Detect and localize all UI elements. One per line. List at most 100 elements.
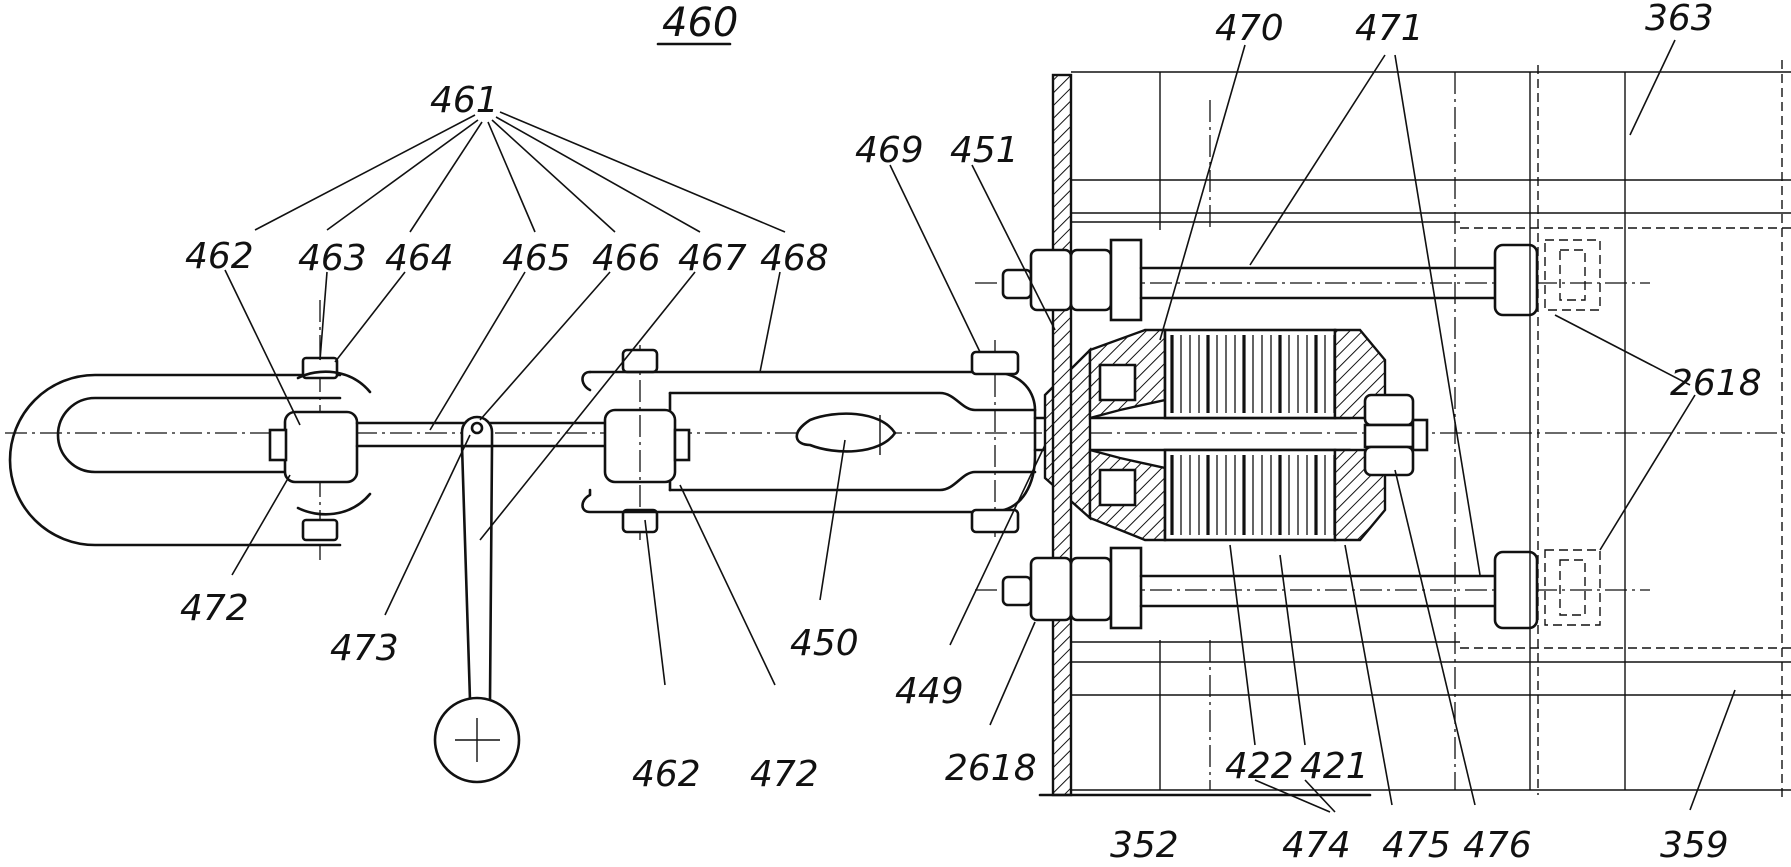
leader-476 <box>1394 469 1476 806</box>
label-466: 466 <box>592 238 661 279</box>
hidden-nut-top <box>1544 239 1601 311</box>
figure-title-text: 460 <box>662 0 738 46</box>
tie-bolt-top-nut1 <box>1029 248 1073 312</box>
label-471: 471 <box>1355 8 1424 49</box>
tie-bolt-bottom-pin <box>1001 575 1033 607</box>
leader-471-a <box>1249 54 1386 266</box>
leader-451 <box>971 164 1056 331</box>
handle-lever <box>433 415 521 784</box>
leader-463 <box>319 271 328 361</box>
link-frame-inner-bottom <box>668 470 1037 492</box>
leader-461-467 <box>495 116 701 233</box>
label-474: 474 <box>1282 825 1351 866</box>
tie-bolt-bottom-washer <box>1109 546 1143 630</box>
follower-bottom-cavity <box>1098 468 1137 507</box>
shackle-inner <box>56 396 342 474</box>
label-422: 422 <box>1225 746 1294 787</box>
label-465: 465 <box>502 238 571 279</box>
label-359: 359 <box>1660 825 1729 866</box>
label-464: 464 <box>385 238 454 279</box>
label-462-bottom: 462 <box>632 754 701 795</box>
leader-363 <box>1629 39 1676 136</box>
leader-359 <box>1689 689 1736 811</box>
leader-461-468 <box>499 111 786 233</box>
label-450: 450 <box>790 623 859 664</box>
tie-bolt-bottom-nut1 <box>1029 556 1073 622</box>
spring-disc-lines <box>1170 335 1335 535</box>
leader-469 <box>889 164 981 353</box>
leader-467 <box>479 271 696 541</box>
body-frame <box>1071 60 1791 800</box>
label-472-left: 472 <box>180 588 249 629</box>
hidden-nut-bottom <box>1544 549 1601 626</box>
clevis-block-right <box>603 345 691 540</box>
label-461: 461 <box>430 80 499 121</box>
label-2618-top: 2618 <box>1670 363 1762 404</box>
label-451: 451 <box>950 130 1019 171</box>
leader-474-a <box>1254 779 1331 813</box>
leader-466 <box>479 271 611 421</box>
leader-464 <box>334 271 406 363</box>
leader-461-466 <box>491 119 616 233</box>
shackle-lug-top <box>296 370 372 394</box>
lever-shaft <box>460 444 494 702</box>
spring-pack <box>1043 328 1429 542</box>
label-472-bottom: 472 <box>750 754 819 795</box>
label-476: 476 <box>1463 825 1532 866</box>
leader-471-b <box>1394 54 1481 576</box>
lever-pin <box>470 421 484 435</box>
label-467: 467 <box>678 238 747 279</box>
leader-422 <box>1229 544 1256 746</box>
wedge-450 <box>795 412 897 453</box>
clevis-right-bolt-top <box>621 348 659 374</box>
leader-465 <box>429 271 526 431</box>
leader-461-463 <box>326 119 479 231</box>
clevis-block-left-body <box>283 410 359 484</box>
reference-labels: 461 462 463 464 465 466 467 468 469 451 … <box>180 0 1762 866</box>
label-470: 470 <box>1215 8 1284 49</box>
follower-top-cavity <box>1098 363 1137 402</box>
nut-476-pin <box>1411 418 1429 452</box>
label-468: 468 <box>760 238 829 279</box>
leader-461-462 <box>254 114 476 231</box>
leader-461-465 <box>487 121 536 233</box>
label-475: 475 <box>1382 825 1451 866</box>
label-469: 469 <box>855 130 924 171</box>
link-frame-inner-top <box>668 391 1037 412</box>
clevis-right-bolt-bottom <box>621 508 659 534</box>
leader-lines <box>224 39 1736 813</box>
label-352: 352 <box>1110 825 1179 866</box>
label-421: 421 <box>1300 746 1369 787</box>
leader-472-left <box>231 474 291 576</box>
leader-449 <box>949 444 1046 646</box>
nut-476-bottom <box>1363 445 1415 477</box>
label-463: 463 <box>298 238 367 279</box>
pin-469-head-top <box>970 350 1020 376</box>
tie-bolt-top-washer <box>1109 238 1143 322</box>
tie-bolt-bottom-end-nut <box>1493 550 1539 630</box>
leader-470 <box>1159 44 1246 341</box>
tie-bolt-bottom-nut2 <box>1069 556 1113 622</box>
shackle-outer <box>8 373 342 547</box>
leader-450 <box>819 439 846 601</box>
leader-473 <box>384 434 471 616</box>
leader-461-464 <box>409 121 483 233</box>
label-449: 449 <box>895 671 964 712</box>
wall-plate-hatched <box>1051 73 1073 797</box>
shackle <box>8 300 372 560</box>
label-2618-bottom: 2618 <box>945 748 1037 789</box>
tie-bolt-bottom <box>975 546 1650 630</box>
tie-bolt-top-nut2 <box>1069 248 1113 312</box>
clevis-block-left-nut <box>268 428 288 462</box>
leader-462-right <box>644 519 666 686</box>
label-462-top: 462 <box>185 236 254 277</box>
link-frame-top-left <box>581 370 592 392</box>
leader-472-right <box>679 484 776 686</box>
tie-bolt-top <box>975 238 1650 322</box>
nut-476-mid <box>1363 423 1415 449</box>
leader-2618-mid <box>1599 394 1696 551</box>
tie-bolt-top-end-nut <box>1493 243 1539 317</box>
shackle-bolt-bottom <box>301 518 339 542</box>
leader-474-b <box>1304 779 1336 813</box>
